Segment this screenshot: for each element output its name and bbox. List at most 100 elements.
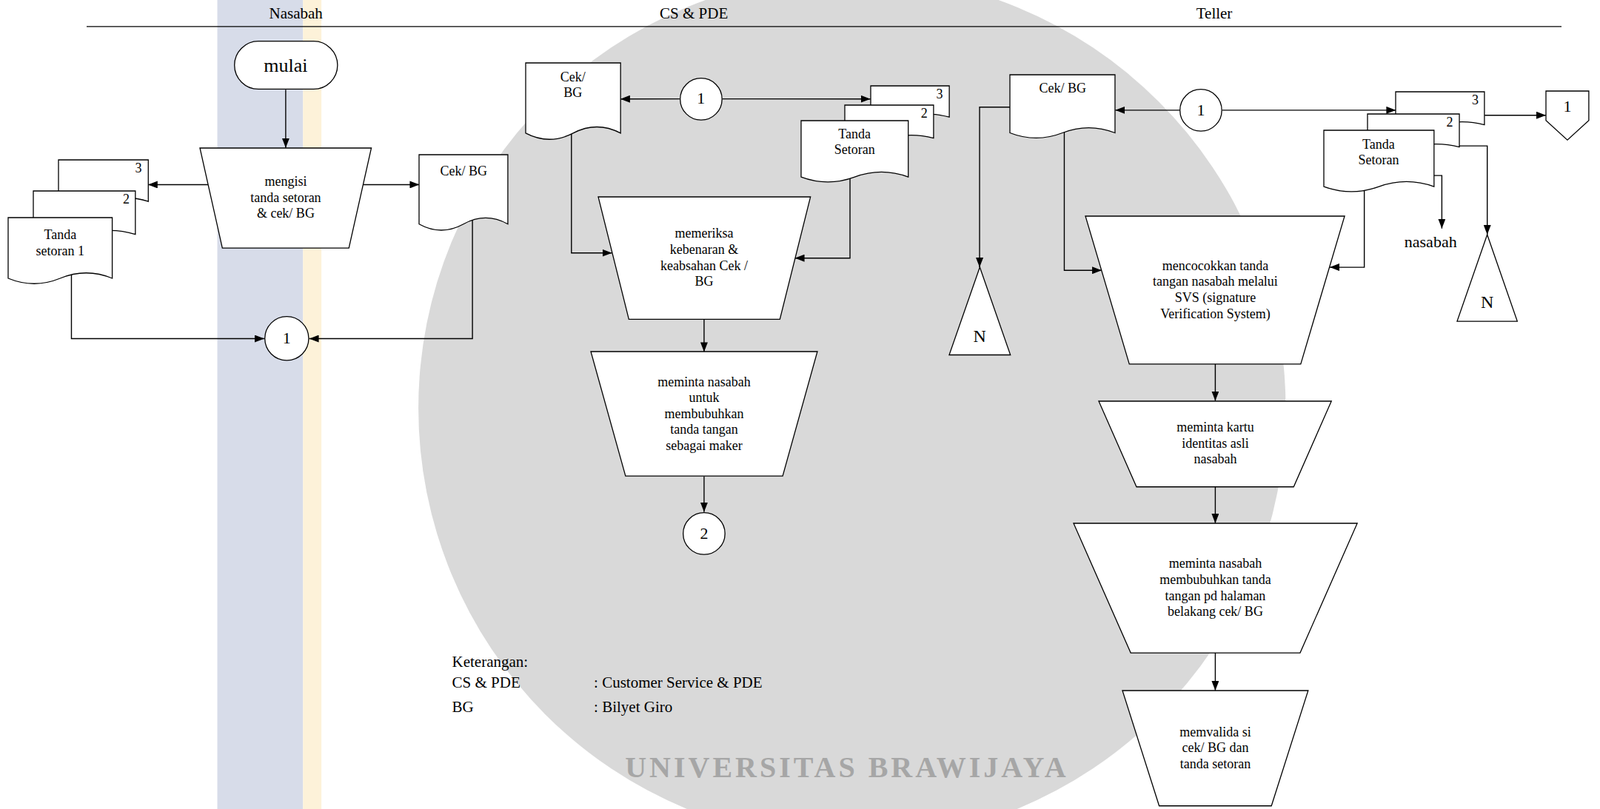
manual-operation: meminta nasabah untuk membubuhkan tanda …	[590, 351, 818, 477]
document: Cek/ BG	[525, 62, 621, 146]
node-text: 3	[135, 160, 143, 177]
shape-border	[1180, 89, 1222, 132]
flow-arrow	[722, 98, 871, 100]
node-text: Cek/ BG	[422, 163, 505, 180]
document: Tanda setoran 1	[8, 217, 113, 289]
node-text: meminta nasabah membubuhkan tanda tangan…	[1154, 556, 1277, 620]
connector-circle: 2	[682, 512, 726, 556]
leader-arrow	[1433, 175, 1442, 229]
manual-operation: meminta nasabah membubuhkan tanda tangan…	[1073, 523, 1358, 654]
flow-arrow	[1214, 364, 1216, 402]
node-text: Cek/ BG	[550, 69, 597, 102]
node-text: 2	[921, 105, 928, 123]
node-text: mencocokkan tanda tangan nasabah melalui…	[1151, 258, 1279, 323]
flow-arrow	[703, 319, 705, 352]
offpage-connector: 1	[1545, 91, 1589, 140]
document: Cek/ BG	[419, 154, 508, 237]
legend-text: : Customer Service & PDE	[593, 673, 762, 693]
shape-border	[683, 513, 725, 555]
shape-border	[598, 196, 811, 320]
flow-arrow	[148, 184, 209, 186]
lane-title: Teller	[1196, 4, 1233, 23]
legend-text: Keterangan:	[452, 653, 529, 672]
node-text: mengisi tanda setoran & cek/ BG	[250, 173, 322, 223]
flow-arrow	[703, 476, 705, 513]
flow-arrow	[571, 125, 613, 254]
shape-border	[1073, 523, 1358, 654]
manual-operation: mengisi tanda setoran & cek/ BG	[199, 148, 372, 249]
shape-border	[419, 154, 508, 231]
node-text: mulai	[263, 54, 308, 78]
document: Tanda Setoran	[1323, 130, 1435, 197]
shape-border	[1323, 130, 1435, 192]
flow-arrow	[1222, 109, 1396, 111]
node-text: meminta kartu identitas asli nasabah	[1159, 419, 1273, 468]
node-text: Tanda Setoran	[824, 126, 886, 159]
lane-title: CS & PDE	[659, 4, 728, 23]
node-text: Tanda Setoran	[1348, 136, 1410, 169]
document: Cek/ BG	[1009, 74, 1116, 143]
node-text: meminta nasabah untuk membubuhkan tanda …	[650, 374, 759, 455]
header-line	[86, 25, 1562, 27]
flow-arrow	[285, 89, 286, 149]
flow-arrow	[71, 271, 264, 340]
side-band	[217, 0, 304, 809]
legend-text: CS & PDE	[452, 673, 521, 693]
node-text: 1	[1562, 96, 1572, 117]
flow-arrow	[979, 107, 1010, 268]
manual-operation: meminta kartu identitas asli nasabah	[1098, 401, 1332, 488]
node-text: 1	[1197, 100, 1206, 120]
flow-arrow	[1484, 114, 1546, 116]
shape-border	[233, 41, 337, 90]
node-text: Tanda setoran 1	[29, 227, 92, 260]
node-text: Cek/ BG	[1021, 80, 1104, 97]
watermark-text: UNIVERSITAS BRAWIJAYA	[624, 750, 1069, 786]
note-label: nasabah	[1404, 232, 1458, 252]
shape-border	[525, 62, 621, 140]
legend-text: : Bilyet Giro	[593, 698, 673, 717]
shape-border	[949, 267, 1011, 356]
shape-border	[801, 120, 909, 183]
shape-border	[590, 351, 818, 477]
terminator: mulai	[233, 40, 339, 90]
lane-title: Nasabah	[269, 4, 323, 23]
node-text: N	[1480, 291, 1494, 314]
node-text: memvalida si cek/ BG dan tanda setoran	[1177, 724, 1254, 773]
node-text: 3	[1471, 92, 1479, 109]
node-text: 3	[935, 86, 943, 103]
connector-circle: 1	[1179, 88, 1223, 132]
shape-border	[8, 217, 113, 284]
flow-arrow	[620, 98, 680, 100]
node-text: 1	[282, 328, 291, 348]
flow-arrow	[363, 184, 420, 186]
flow-arrow	[1214, 486, 1216, 524]
flow-arrow	[1115, 109, 1180, 111]
flow-arrow	[1214, 653, 1216, 691]
node-text: 2	[122, 191, 130, 209]
node-text: N	[972, 325, 986, 348]
shape-border	[1085, 216, 1345, 365]
connector-circle: 1	[264, 316, 310, 362]
connector-circle: 1	[679, 77, 723, 121]
document: Tanda Setoran	[801, 120, 909, 188]
shape-border	[1009, 74, 1116, 138]
shape-border	[265, 316, 309, 361]
shape-border	[1098, 401, 1332, 488]
node-text: 1	[696, 88, 705, 109]
shape-border	[1545, 91, 1589, 140]
file-triangle: N	[949, 267, 1011, 356]
node-text: 2	[1446, 114, 1454, 132]
side-band	[302, 0, 322, 809]
manual-operation: memvalida si cek/ BG dan tanda setoran	[1122, 690, 1309, 807]
flow-arrow	[1459, 145, 1488, 235]
file-triangle: N	[1457, 234, 1518, 322]
legend-text: BG	[452, 698, 474, 717]
shape-border	[199, 148, 372, 249]
shape-border	[1122, 690, 1309, 807]
manual-operation: memeriksa kebenaran & keabsahan Cek / BG	[598, 196, 811, 320]
manual-operation: mencocokkan tanda tangan nasabah melalui…	[1085, 216, 1345, 365]
shape-border	[680, 77, 722, 120]
node-text: memeriksa kebenaran & keabsahan Cek / BG	[653, 225, 756, 290]
node-text: 2	[699, 524, 708, 544]
